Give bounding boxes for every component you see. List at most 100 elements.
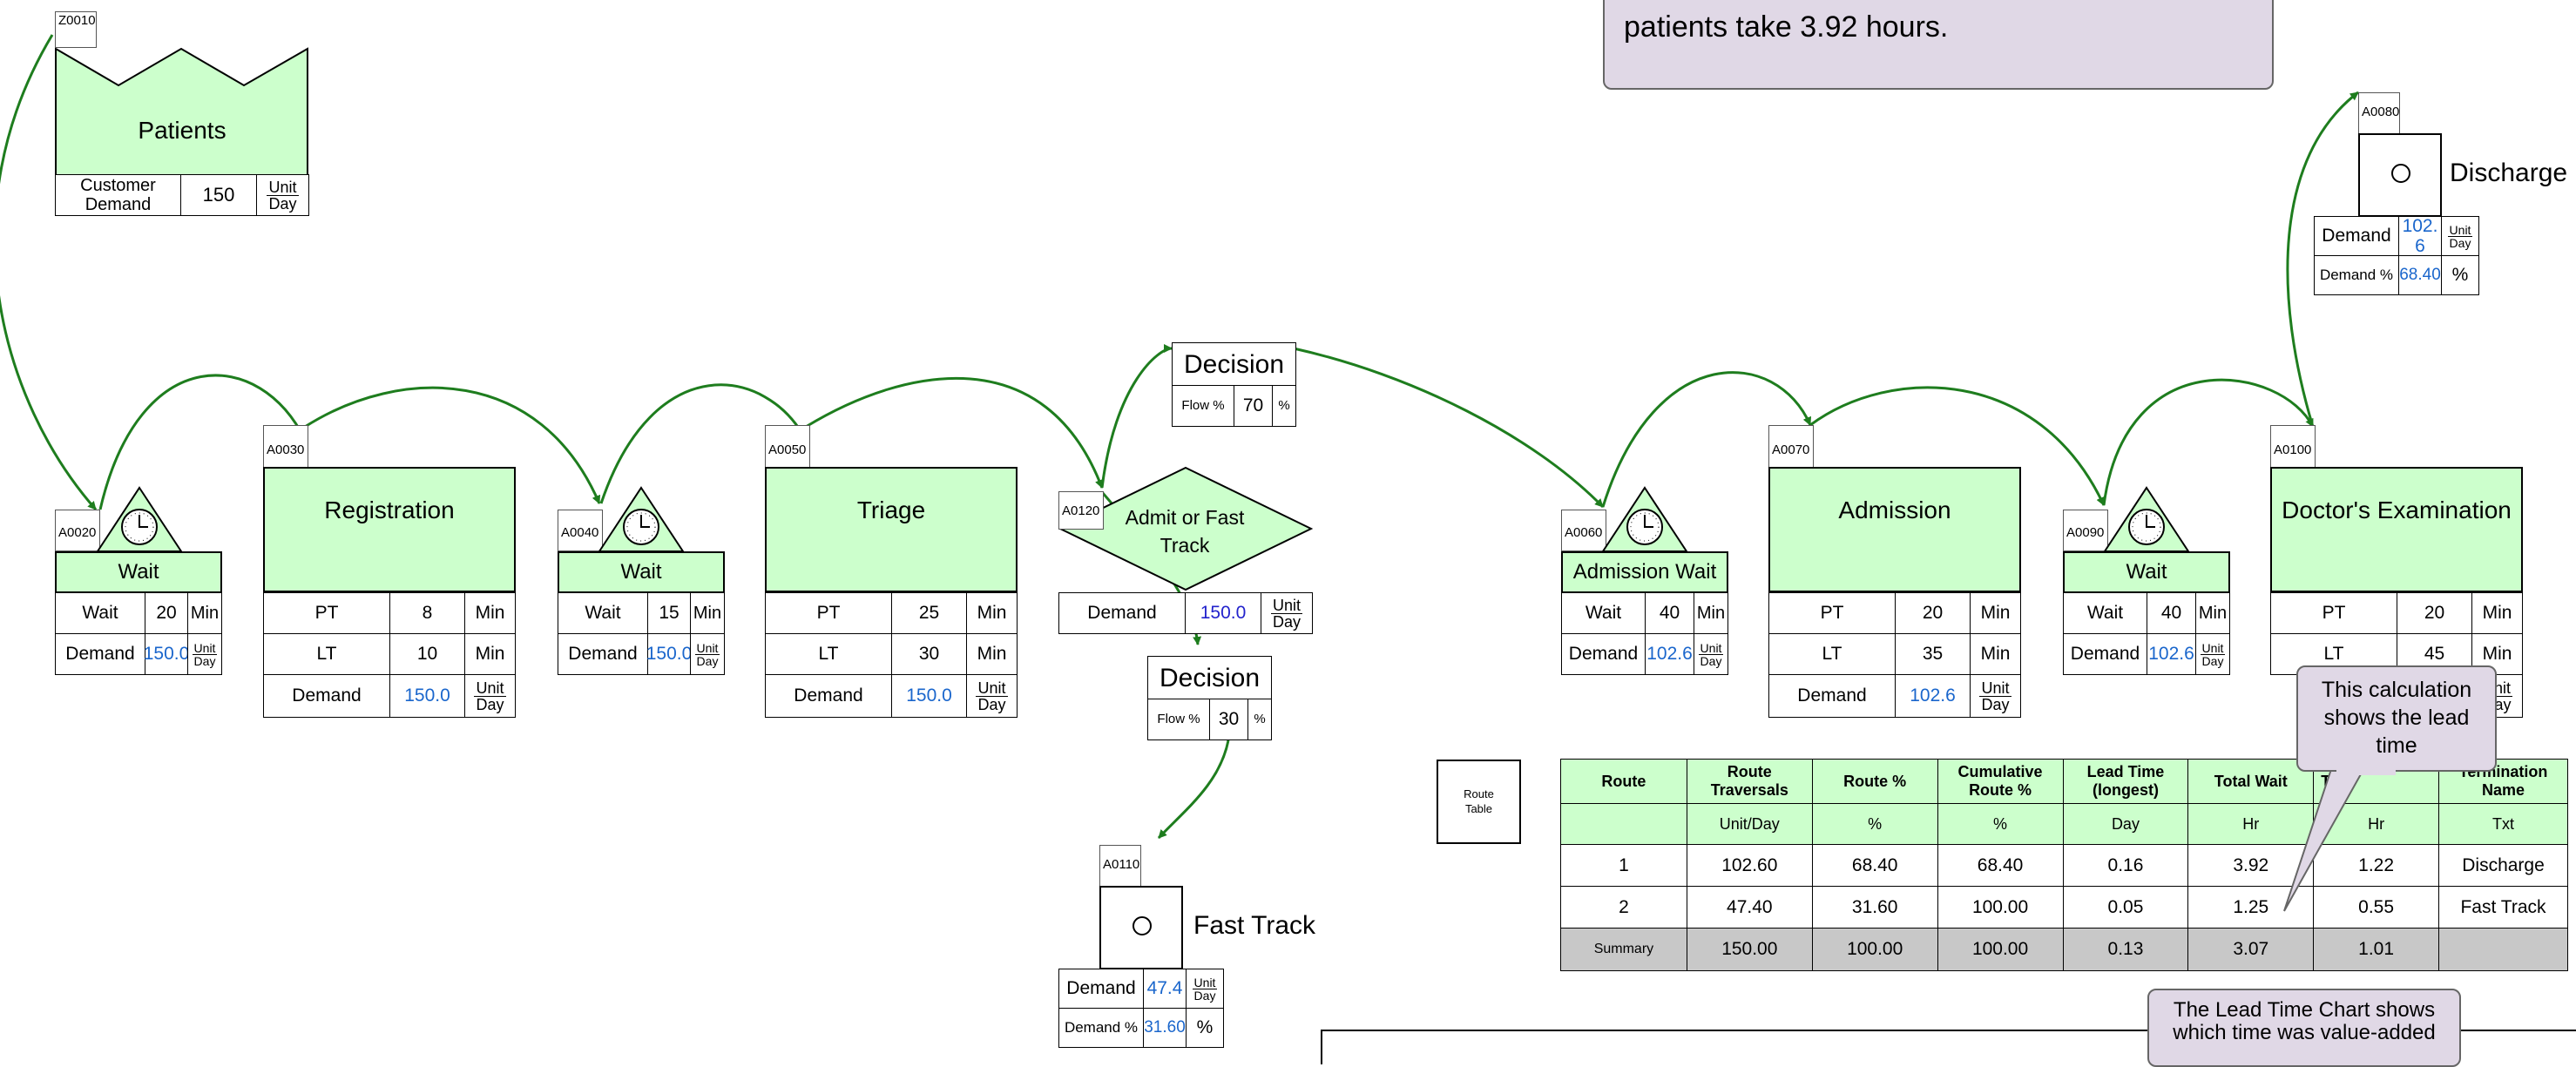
table-cell: Fast Track xyxy=(2438,886,2568,929)
pt-value: 20 xyxy=(2397,592,2472,634)
table-cell: 68.40 xyxy=(1811,844,1938,887)
unit-cell: Unit/Day xyxy=(1686,803,1813,845)
table-cell: Discharge xyxy=(2438,844,2568,887)
wait-triangle xyxy=(96,486,183,552)
wait-label: Wait xyxy=(55,592,145,634)
demand-label: Demand xyxy=(263,674,390,718)
lt-value: 35 xyxy=(1895,633,1971,675)
table-cell: 47.40 xyxy=(1686,886,1813,929)
flow-unit: % xyxy=(1272,385,1296,427)
unit-top: Unit xyxy=(267,178,299,196)
decision-id-tag: A0120 xyxy=(1058,491,1104,530)
summary-cell: 0.13 xyxy=(2062,928,2189,971)
callout-text-line-2: which time was value-added xyxy=(2173,1021,2436,1044)
demand-label: Demand xyxy=(1768,674,1896,718)
wait-id-tag: A0040 xyxy=(558,510,603,551)
unit-cell: Day xyxy=(2062,803,2189,845)
wait-triangle xyxy=(2103,486,2190,552)
unit-top: Unit xyxy=(192,640,218,655)
demand-value: 150.0 xyxy=(144,633,189,675)
unit-bottom: Day xyxy=(476,695,504,713)
wait-id-tag: A0090 xyxy=(2063,510,2108,551)
table-cell: 3.92 xyxy=(2187,844,2315,887)
route-table: Route Route Traversals Route % Cumulativ… xyxy=(1560,759,2568,971)
lt-unit: Min xyxy=(1970,633,2021,675)
lt-label: LT xyxy=(765,633,892,675)
table-cell: 1.22 xyxy=(2313,844,2440,887)
wait-unit: Min xyxy=(2195,592,2230,634)
unit-bottom: Day xyxy=(1193,988,1216,1003)
callout-pointer-mask xyxy=(2336,768,2396,775)
unit-bottom: Day xyxy=(268,194,297,213)
demand-pct-unit: % xyxy=(2441,255,2479,295)
lt-value: 10 xyxy=(389,633,465,675)
connector-patients-wait xyxy=(0,34,98,510)
demand-pct-label: Demand % xyxy=(1058,1008,1144,1048)
summary-cell: 3.07 xyxy=(2187,928,2315,971)
table-cell: 2 xyxy=(1560,886,1687,929)
termination-name: Discharge xyxy=(2450,159,2568,187)
table-cell: 102.60 xyxy=(1686,844,1813,887)
wait-triangle xyxy=(598,486,685,552)
summary-cell: 1.01 xyxy=(2313,928,2440,971)
demand-label: Demand xyxy=(2063,633,2147,675)
unit-bottom: Day xyxy=(2201,653,2224,668)
header-cell: Route Traversals xyxy=(1686,759,1813,804)
process-id-tag: A0050 xyxy=(765,425,810,469)
wait-unit: Min xyxy=(690,592,725,634)
pt-value: 20 xyxy=(1895,592,1971,634)
flow-label: Flow % xyxy=(1172,385,1234,427)
wait-id-tag: A0020 xyxy=(55,510,100,551)
connector-flow30-fasttrack xyxy=(1157,739,1230,840)
connector-admissionwait-admission xyxy=(1601,371,1812,508)
route-table-button[interactable]: Route Table xyxy=(1437,760,1521,844)
pt-unit: Min xyxy=(2471,592,2523,634)
termination-box xyxy=(2358,133,2442,217)
demand-value: 150.0 xyxy=(389,674,465,718)
unit-top: Unit xyxy=(694,640,720,655)
demand-value: 102.6 xyxy=(2147,633,2196,675)
pt-label: PT xyxy=(263,592,390,634)
customer-id-tag: Z0010 xyxy=(55,11,97,48)
table-cell: 100.00 xyxy=(1937,886,2064,929)
summary-row: Summary 150.00 100.00 100.00 0.13 3.07 1… xyxy=(1560,928,2568,971)
unit-bottom: Day xyxy=(1700,653,1722,668)
lt-unit: Min xyxy=(464,633,516,675)
termination-id-tag: A0080 xyxy=(2358,92,2400,134)
summary-cell: 100.00 xyxy=(1937,928,2064,971)
flow-value: 30 xyxy=(1209,699,1248,740)
lt-unit: Min xyxy=(2471,633,2523,675)
termination-name: Fast Track xyxy=(1193,911,1316,940)
unit-bottom: Day xyxy=(1272,612,1301,631)
summary-cell: Summary xyxy=(1560,928,1687,971)
connector-triage-decision xyxy=(805,376,1104,489)
wait-label: Wait xyxy=(558,592,648,634)
lt-label: LT xyxy=(1768,633,1896,675)
unit-cell xyxy=(1560,803,1687,845)
wait-title: Wait xyxy=(55,551,222,593)
wait-value: 15 xyxy=(647,592,691,634)
unit-top: Unit xyxy=(2447,222,2473,237)
demand-value: 150.0 xyxy=(891,674,967,718)
connector-decision-70 xyxy=(1100,344,1173,489)
lt-unit: Min xyxy=(966,633,1018,675)
terminator-circle-icon xyxy=(1132,916,1152,935)
pt-value: 25 xyxy=(891,592,967,634)
unit-top: Unit xyxy=(1698,640,1724,655)
summary-cell: 100.00 xyxy=(1811,928,1938,971)
demand-unit: Unit Day xyxy=(2441,216,2479,256)
unit-top: Unit xyxy=(1979,679,2011,697)
wait-value: 40 xyxy=(1645,592,1694,634)
demand-label: Demand xyxy=(1561,633,1646,675)
process-title: Registration xyxy=(263,467,516,592)
unit-cell: Txt xyxy=(2438,803,2568,845)
pt-label: PT xyxy=(2270,592,2397,634)
summary-cell xyxy=(2438,928,2568,971)
process-title: Doctor's Examination xyxy=(2270,467,2523,592)
demand-value: 102.6 xyxy=(2398,216,2442,256)
connector-wait-triage xyxy=(599,383,808,504)
table-cell: 68.40 xyxy=(1937,844,2064,887)
wait-value: 20 xyxy=(145,592,188,634)
customer-title: Patients xyxy=(138,117,226,144)
demand-label: Demand xyxy=(1058,592,1186,634)
